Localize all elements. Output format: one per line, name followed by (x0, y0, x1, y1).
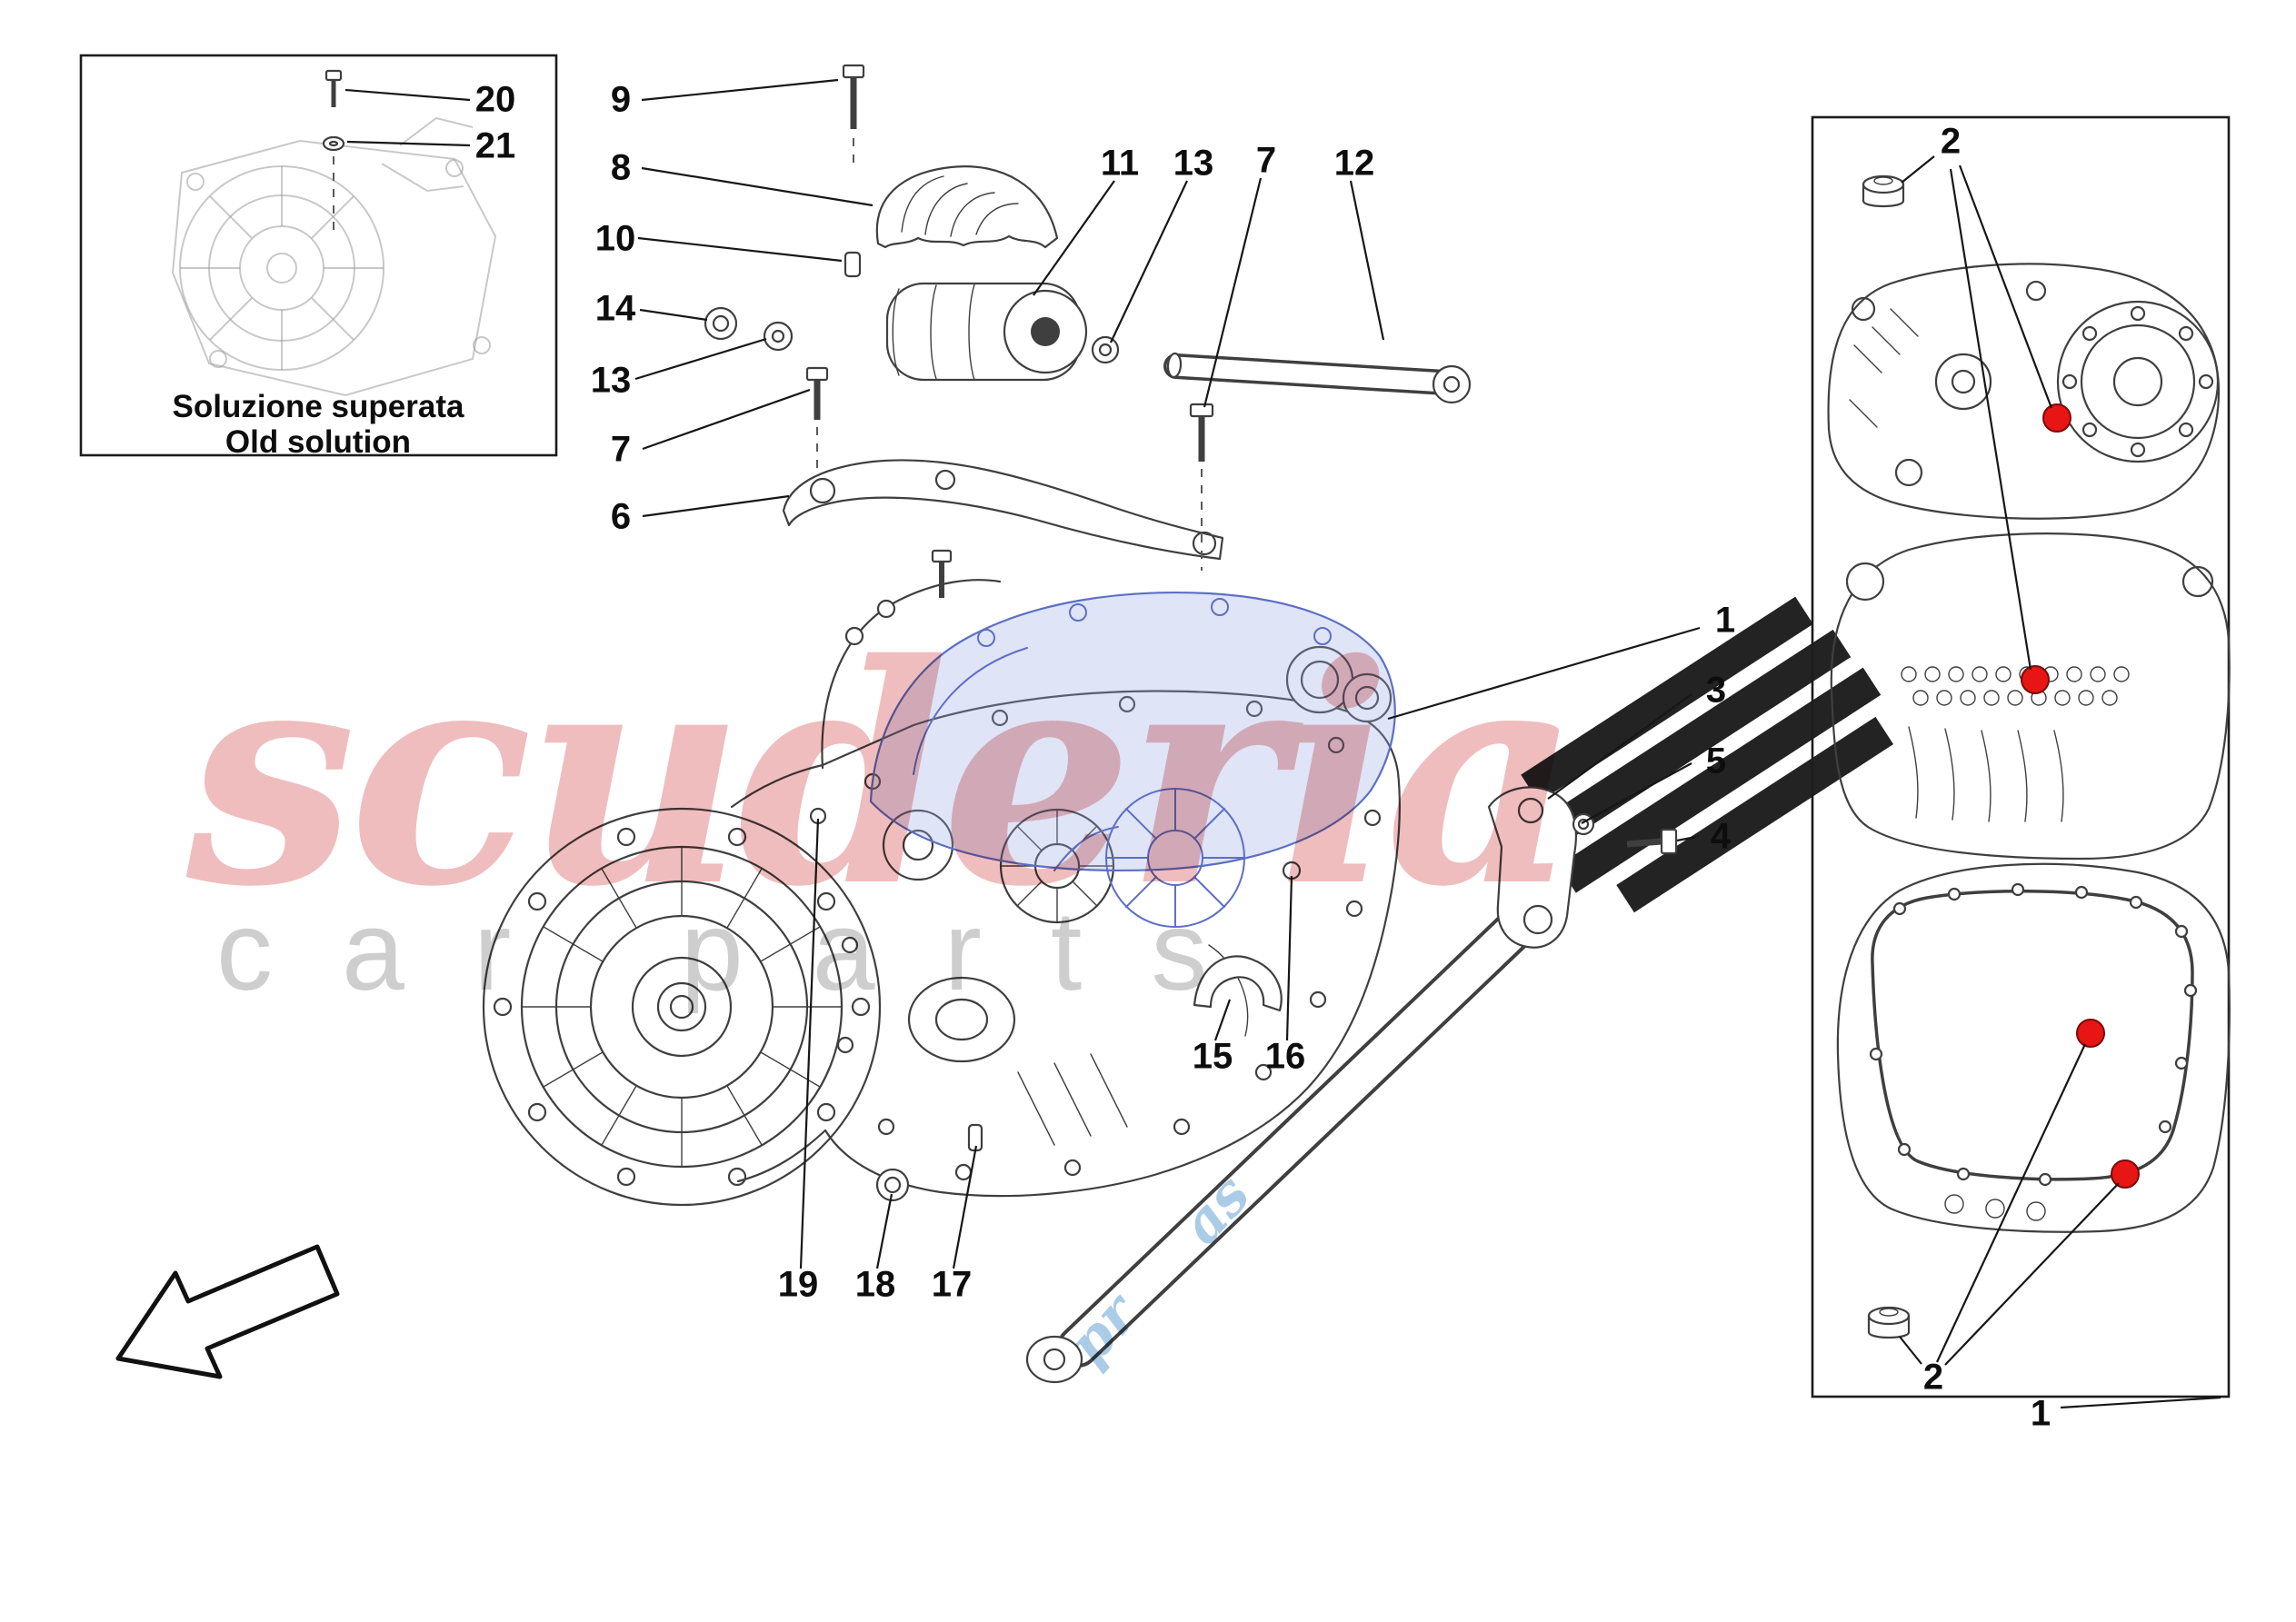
part-5-washer (1572, 812, 1595, 836)
callout-label-2-bottom: 2 (1922, 1357, 1944, 1398)
old-solution-caption-en: Old solution (225, 424, 412, 460)
part-3-bracket (1487, 786, 1578, 949)
direction-arrow-icon (115, 1244, 340, 1379)
callout-label-2-top: 2 (1940, 121, 1962, 162)
flag-watermark (1512, 596, 1894, 913)
part-4-bolt (1626, 828, 1678, 855)
part-6-bracket (782, 459, 1224, 561)
upper-cover-highlight (869, 549, 1396, 928)
callout-label-18: 18 (854, 1264, 896, 1305)
part-20-21-bolt-washer (322, 69, 345, 232)
gearbox-case (730, 579, 1401, 1198)
callout-label-12: 12 (1333, 143, 1375, 184)
old-solution-box (79, 54, 558, 457)
part-12-pin (1163, 352, 1472, 404)
callout-label-7-left: 7 (610, 429, 632, 470)
part-7-bolt-left (805, 366, 829, 473)
callout-label-9: 9 (610, 79, 632, 120)
old-solution-caption: Soluzione superata Old solution (136, 389, 500, 460)
callout-label-13-left: 13 (590, 360, 632, 401)
callout-label-16: 16 (1264, 1036, 1306, 1077)
callout-label-15: 15 (1192, 1036, 1233, 1077)
underside-view-drawing (1836, 862, 2231, 1233)
callout-label-11: 11 (1100, 143, 1140, 184)
callout-label-3: 3 (1705, 670, 1727, 711)
callout-label-13-right: 13 (1173, 143, 1214, 184)
marker-dots (2021, 403, 2140, 1189)
part-13-washer-right (1091, 335, 1120, 364)
part-9-bolt (842, 64, 865, 169)
plug-part-bottom (1867, 1306, 1911, 1339)
callout-label-14: 14 (594, 288, 636, 329)
link-rod (1025, 890, 1560, 1384)
part-10-stud (844, 251, 862, 278)
reference-panel-box (1811, 115, 2231, 1398)
leader-lines (344, 78, 2221, 1409)
part-14-nut (704, 306, 738, 341)
callout-label-10: 10 (594, 218, 636, 259)
plug-part-top (1862, 174, 1905, 208)
part-8-heat-shield (875, 165, 1059, 249)
callout-label-1-panel: 1 (2030, 1393, 2051, 1434)
rear-view-drawing (1827, 263, 2221, 520)
gearbox-assembly (482, 549, 1401, 1207)
callout-label-8: 8 (610, 147, 632, 188)
part-13-washer-left (763, 321, 794, 352)
callout-label-20: 20 (474, 79, 516, 120)
bell-housing (482, 807, 882, 1207)
callout-label-5: 5 (1705, 741, 1727, 781)
callout-label-21: 21 (474, 125, 516, 166)
callout-label-1: 1 (1714, 600, 1736, 641)
part-7-bolt-right (1189, 403, 1214, 571)
old-solution-faded-drawing (171, 116, 497, 397)
top-view-drawing (1830, 532, 2231, 861)
callout-label-7-right: 7 (1255, 140, 1277, 181)
old-solution-caption-it: Soluzione superata (172, 389, 464, 424)
part-11-damper (885, 282, 1088, 382)
callout-label-19: 19 (777, 1264, 819, 1305)
part-15-clamp (1193, 955, 1283, 1012)
part-18-nut (875, 1168, 910, 1202)
callout-label-6: 6 (610, 496, 632, 537)
callout-label-4: 4 (1710, 816, 1732, 857)
callout-label-17: 17 (931, 1264, 973, 1305)
